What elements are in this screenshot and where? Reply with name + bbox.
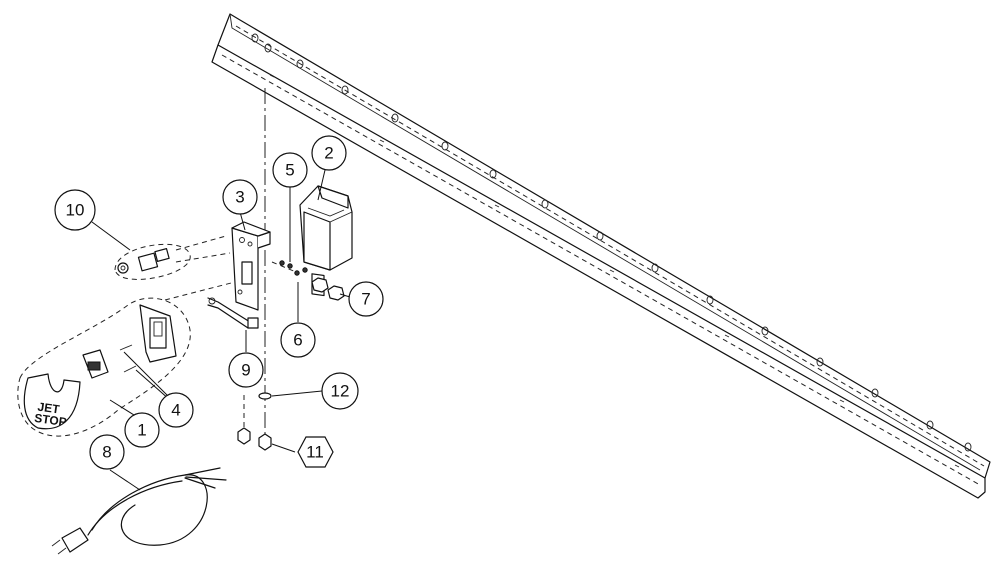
callout-2: 2 bbox=[311, 135, 347, 171]
mount-screw bbox=[258, 433, 272, 451]
mounting-plate bbox=[231, 221, 271, 311]
callout-5: 5 bbox=[272, 152, 308, 188]
svg-text:11: 11 bbox=[306, 443, 324, 462]
strap-screw bbox=[237, 395, 251, 445]
small-switch bbox=[114, 235, 231, 280]
callout-8: 8 bbox=[89, 434, 125, 470]
paddle-bottom-text: STOP bbox=[34, 411, 68, 429]
svg-text:8: 8 bbox=[102, 443, 111, 462]
callout-3: 3 bbox=[222, 179, 258, 215]
small-screws bbox=[271, 260, 308, 276]
switch-box bbox=[299, 185, 353, 297]
rail-slots bbox=[269, 74, 960, 468]
leader-lines bbox=[91, 169, 351, 491]
callout-9: 9 bbox=[228, 352, 264, 388]
callout-1: 1 bbox=[124, 412, 160, 448]
svg-text:3: 3 bbox=[235, 188, 244, 207]
paddle-top-text: JET bbox=[37, 400, 61, 417]
angle-rail bbox=[211, 13, 991, 499]
svg-text:2: 2 bbox=[324, 144, 333, 163]
stop-switch-assembly: JET STOP bbox=[17, 281, 236, 437]
svg-text:1: 1 bbox=[137, 421, 146, 440]
callout-7: 7 bbox=[348, 281, 384, 317]
svg-text:12: 12 bbox=[331, 382, 350, 401]
svg-text:4: 4 bbox=[171, 401, 180, 420]
callout-4: 4 bbox=[158, 392, 194, 428]
svg-text:7: 7 bbox=[361, 290, 370, 309]
svg-text:9: 9 bbox=[241, 361, 250, 380]
callout-10: 10 bbox=[54, 189, 96, 231]
callout-6: 6 bbox=[280, 322, 316, 358]
callout-12: 12 bbox=[321, 372, 359, 410]
rail-holes bbox=[251, 33, 972, 452]
washer bbox=[258, 392, 272, 400]
svg-text:5: 5 bbox=[285, 161, 294, 180]
ground-strap bbox=[207, 297, 259, 329]
nuts bbox=[311, 277, 345, 301]
power-cord bbox=[51, 467, 227, 555]
svg-text:6: 6 bbox=[293, 331, 302, 350]
svg-text:10: 10 bbox=[66, 201, 85, 220]
callout-11: 11 bbox=[297, 436, 334, 468]
